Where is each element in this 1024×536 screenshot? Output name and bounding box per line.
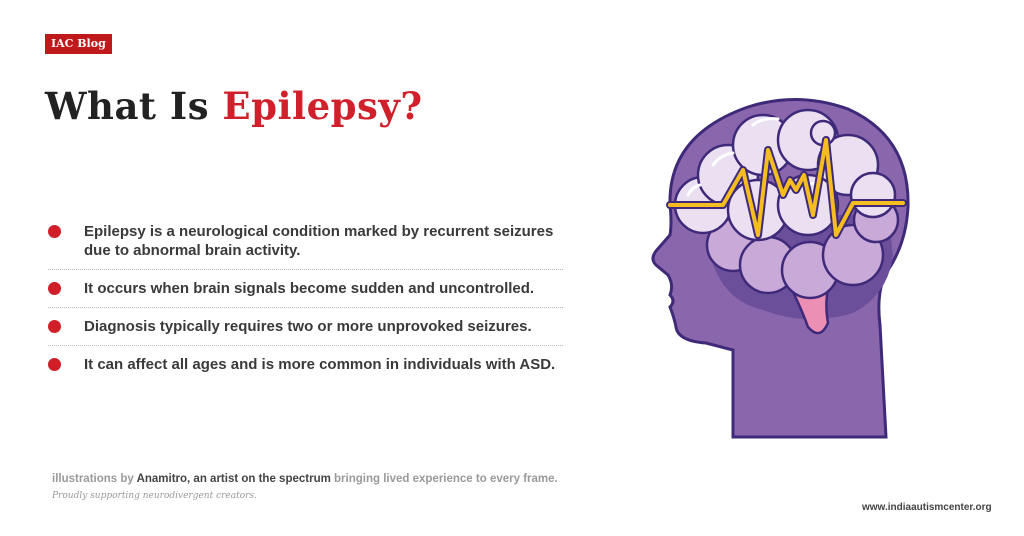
website-link[interactable]: www.indiaautismcenter.org [862,502,992,513]
bullet-text: It occurs when brain signals become sudd… [84,280,535,297]
bullet-dot-icon [48,358,61,371]
bullet-dot-icon [48,225,61,238]
credit-prefix: illustrations by [52,473,137,485]
illustration-credit: illustrations by Anamitro, an artist on … [52,473,558,485]
title-prefix: What Is [45,84,223,128]
bullet-dot-icon [48,320,61,333]
title-accent: Epilepsy? [222,84,423,128]
credit-suffix: bringing lived experience to every frame… [330,473,558,485]
page-title: What Is Epilepsy? [45,84,423,128]
bullet-list: Epilepsy is a neurological condition mar… [48,222,563,392]
credit-subline: Proudly supporting neurodivergent creato… [52,491,257,501]
bullet-text: It can affect all ages and is more commo… [84,356,556,373]
bullet-item: Diagnosis typically requires two or more… [48,317,563,346]
bullet-item: It can affect all ages and is more commo… [48,355,563,383]
bullet-item: Epilepsy is a neurological condition mar… [48,222,563,270]
blog-tag: IAC Blog [45,34,112,54]
bullet-item: It occurs when brain signals become sudd… [48,279,563,308]
credit-artist: Anamitro, an artist on the spectrum [136,473,331,485]
bullet-text: Epilepsy is a neurological condition mar… [84,223,554,259]
bullet-text: Diagnosis typically requires two or more… [84,318,532,335]
head-brain-seizure-wave-icon [648,95,913,445]
bullet-dot-icon [48,282,61,295]
